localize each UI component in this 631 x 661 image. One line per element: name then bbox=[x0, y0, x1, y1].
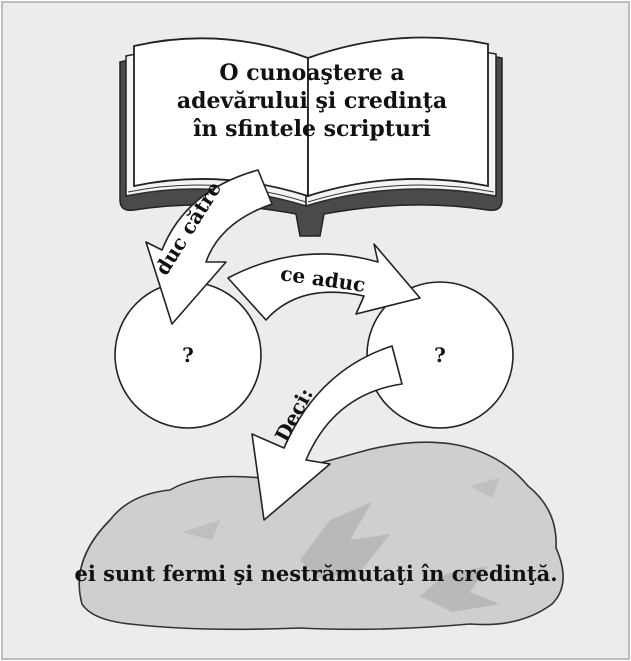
rock: ei sunt fermi şi nestrămutaţi în credinţ… bbox=[74, 441, 564, 631]
arrow-leads-to-shape bbox=[145, 169, 273, 325]
rock-text: ei sunt fermi şi nestrămutaţi în credinţ… bbox=[74, 561, 557, 586]
circle-right bbox=[366, 281, 514, 429]
book-text-line3: în sfintele scripturi bbox=[193, 116, 431, 142]
arrow-which-bring: ce aduc bbox=[227, 243, 421, 321]
rock-crack-1 bbox=[300, 502, 390, 578]
rock-crack-3 bbox=[182, 478, 500, 540]
book-page-right bbox=[307, 36, 489, 198]
open-book: O cunoaştere a adevărului şi credinţa în… bbox=[119, 36, 503, 237]
arrow-therefore-shape bbox=[251, 345, 403, 521]
book-text-line1: O cunoaştere a bbox=[219, 60, 404, 86]
circle-left-text: ? bbox=[182, 343, 194, 367]
circle-right-text: ? bbox=[434, 343, 446, 367]
book-text-line2: adevărului şi credinţa bbox=[177, 88, 447, 114]
rock-crack-2 bbox=[420, 566, 500, 612]
arrow-which-bring-shape bbox=[227, 243, 421, 321]
